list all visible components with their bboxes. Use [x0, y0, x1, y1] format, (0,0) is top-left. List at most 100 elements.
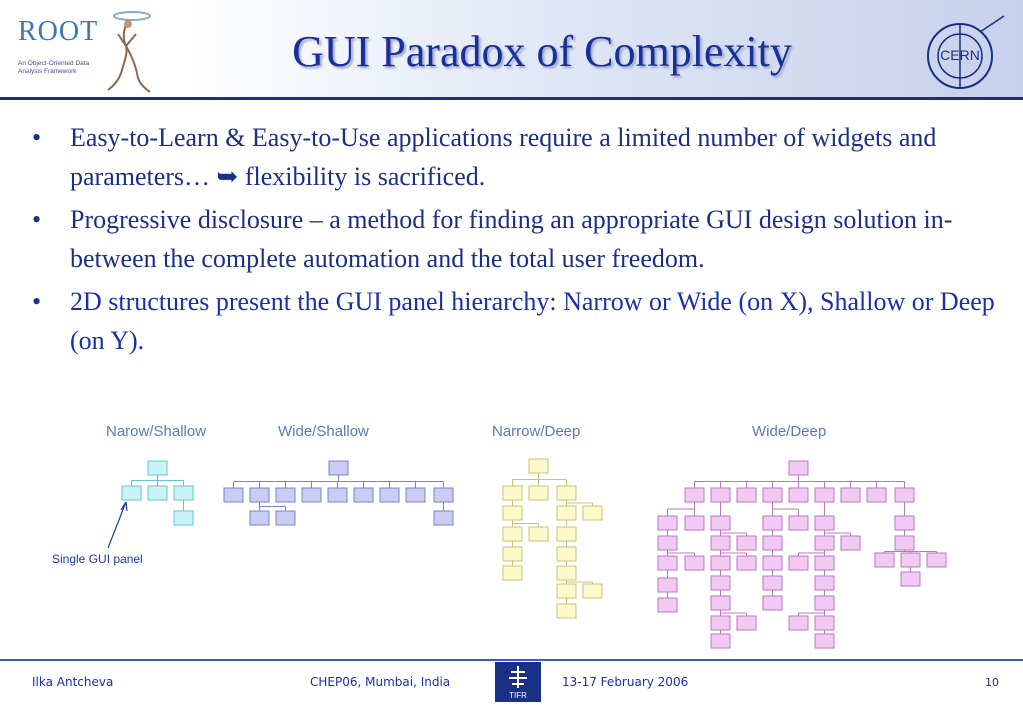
- bullet-list: •Easy-to-Learn & Easy-to-Use application…: [30, 118, 1005, 364]
- gui-panel-box: [814, 615, 835, 631]
- gui-panel-box: [657, 515, 678, 531]
- gui-panel-box: [502, 526, 523, 542]
- header-rule: [0, 97, 1023, 100]
- gui-panel-box: [249, 487, 270, 503]
- gui-panel-box: [894, 535, 915, 551]
- slide-title: GUI Paradox of Complexity: [292, 27, 792, 76]
- callout-arrow-head: [120, 501, 128, 512]
- gui-panel-box: [502, 565, 523, 581]
- gui-panel-box: [582, 583, 603, 599]
- gui-panel-box: [710, 615, 731, 631]
- gui-panel-box: [657, 555, 678, 571]
- gui-panel-box: [788, 487, 809, 503]
- gui-panel-box: [710, 595, 731, 611]
- footer-author: Ilka Antcheva: [32, 675, 114, 689]
- gui-panel-box: [275, 510, 296, 526]
- gui-panel-box: [762, 595, 783, 611]
- gui-panel-box: [502, 485, 523, 501]
- gui-panel-box: [762, 535, 783, 551]
- slide-header: [0, 0, 1023, 98]
- gui-panel-box: [866, 487, 887, 503]
- gui-panel-box: [502, 505, 523, 521]
- gui-panel-box: [556, 485, 577, 501]
- tifr-logo-icon: TIFR: [509, 666, 527, 700]
- gui-panel-box: [736, 487, 757, 503]
- gui-panel-box: [814, 575, 835, 591]
- label-wide-deep: Wide/Deep: [752, 423, 827, 440]
- gui-panel-box: [788, 555, 809, 571]
- cern-logo-word: CERN: [940, 47, 980, 63]
- gui-panel-box: [710, 535, 731, 551]
- label-narrow-shallow: Narow/Shallow: [106, 423, 207, 440]
- gui-panel-box: [528, 458, 549, 474]
- gui-panel-box: [926, 552, 947, 568]
- gui-panel-box: [814, 535, 835, 551]
- footer-event: CHEP06, Mumbai, India: [310, 675, 451, 689]
- gui-panel-box: [249, 510, 270, 526]
- gui-panel-box: [275, 487, 296, 503]
- bullet-item: •Progressive disclosure – a method for f…: [32, 205, 953, 273]
- gui-panel-box: [556, 603, 577, 619]
- gui-panel-box: [788, 515, 809, 531]
- gui-panel-box: [762, 487, 783, 503]
- gui-panel-box: [788, 615, 809, 631]
- gui-panel-box: [684, 555, 705, 571]
- gui-panel-box: [684, 487, 705, 503]
- cern-logo-icon: CERN: [927, 15, 1005, 89]
- gui-panel-box: [379, 487, 400, 503]
- gui-panel-box: [502, 546, 523, 562]
- bullet-item: •Easy-to-Learn & Easy-to-Use application…: [32, 123, 937, 191]
- gui-panel-box: [814, 633, 835, 649]
- gui-panel-box: [788, 460, 809, 476]
- gui-panel-box: [874, 552, 895, 568]
- gui-panel-box: [556, 546, 577, 562]
- label-narrow-deep: Narrow/Deep: [492, 423, 581, 440]
- gui-panel-box: [327, 487, 348, 503]
- gui-panel-box: [710, 487, 731, 503]
- gui-panel-box: [556, 526, 577, 542]
- gui-panel-box: [528, 526, 549, 542]
- gui-panel-box: [223, 487, 244, 503]
- gui-panel-box: [433, 487, 454, 503]
- footer-date: 13-17 February 2006: [562, 675, 689, 689]
- page-number: 10: [985, 676, 999, 689]
- gui-panel-box: [147, 485, 168, 501]
- tifr-logo-text: TIFR: [509, 691, 527, 700]
- gui-panel-box: [900, 571, 921, 587]
- gui-panel-box: [657, 597, 678, 613]
- gui-panel-box: [582, 505, 603, 521]
- tifr-logo: TIFR: [495, 662, 541, 702]
- gui-panel-box: [840, 487, 861, 503]
- gui-panel-box: [556, 583, 577, 599]
- gui-panel-box: [684, 515, 705, 531]
- gui-panel-box: [900, 552, 921, 568]
- gui-panel-box: [173, 485, 194, 501]
- gui-panel-box: [710, 555, 731, 571]
- gui-panel-box: [814, 487, 835, 503]
- gui-panel-box: [433, 510, 454, 526]
- gui-panel-box: [762, 515, 783, 531]
- gui-panel-box: [301, 487, 322, 503]
- callout-arrow: [107, 501, 127, 549]
- gui-panel-box: [736, 615, 757, 631]
- gui-panel-box: [528, 485, 549, 501]
- gui-panel-box: [736, 535, 757, 551]
- gui-panel-box: [353, 487, 374, 503]
- gui-panel-box: [121, 485, 142, 501]
- gui-panel-box: [814, 515, 835, 531]
- gui-panel-box: [657, 577, 678, 593]
- gui-panel-box: [556, 505, 577, 521]
- gui-panel-box: [762, 575, 783, 591]
- root-figure-icon: [107, 11, 151, 93]
- label-wide-shallow: Wide/Shallow: [278, 423, 369, 440]
- gui-panel-box: [840, 535, 861, 551]
- gui-panel-box: [405, 487, 426, 503]
- gui-panel-box: [894, 487, 915, 503]
- gui-panel-box: [556, 565, 577, 581]
- gui-panel-box: [328, 460, 349, 476]
- gui-panel-box: [762, 555, 783, 571]
- gui-panel-box: [894, 515, 915, 531]
- gui-panel-box: [173, 510, 194, 526]
- single-gui-panel-callout: Single GUI panel: [52, 552, 143, 566]
- gui-panel-box: [710, 633, 731, 649]
